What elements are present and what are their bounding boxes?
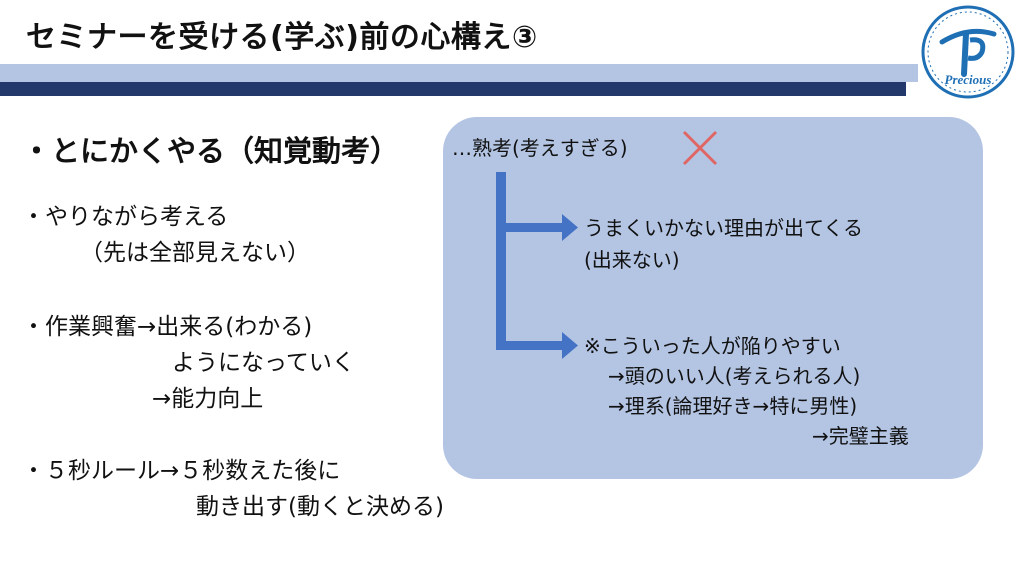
slide-title: セミナーを受ける(学ぶ)前の心構え③: [26, 20, 538, 55]
cross-icon: [682, 130, 718, 166]
item2-line3: →能力向上: [152, 386, 264, 412]
item3-line2: 動き出す(動くと決める): [196, 494, 444, 520]
title-band-light: [0, 64, 918, 82]
branch1-line1: うまくいかない理由が出てくる: [584, 216, 863, 240]
item1-line1: ・やりながら考える: [22, 204, 229, 230]
branch2-line1: ※こういった人が陥りやすい: [584, 334, 841, 358]
logo-text: Precious: [945, 72, 992, 87]
item2-line2: ようになっていく: [172, 350, 355, 376]
precious-logo: Precious: [921, 5, 1015, 99]
overthinking-panel: [443, 117, 983, 479]
branch2-line2: →頭のいい人(考えられる人): [608, 364, 861, 388]
item3-line1: ・５秒ルール→５秒数えた後に: [22, 458, 341, 484]
panel-top-line: …熟考(考えすぎる): [452, 136, 628, 160]
item2-line1: ・作業興奮→出来る(わかる): [22, 314, 313, 340]
title-band-dark: [0, 82, 906, 96]
item1-line2: （先は全部見えない）: [80, 240, 310, 266]
branch2-line4: →完璧主義: [812, 424, 909, 448]
branch1-line2: (出来ない): [584, 248, 680, 272]
branch2-line3: →理系(論理好き→特に男性): [608, 394, 858, 418]
main-heading: ・とにかくやる（知覚動考）: [22, 134, 400, 168]
